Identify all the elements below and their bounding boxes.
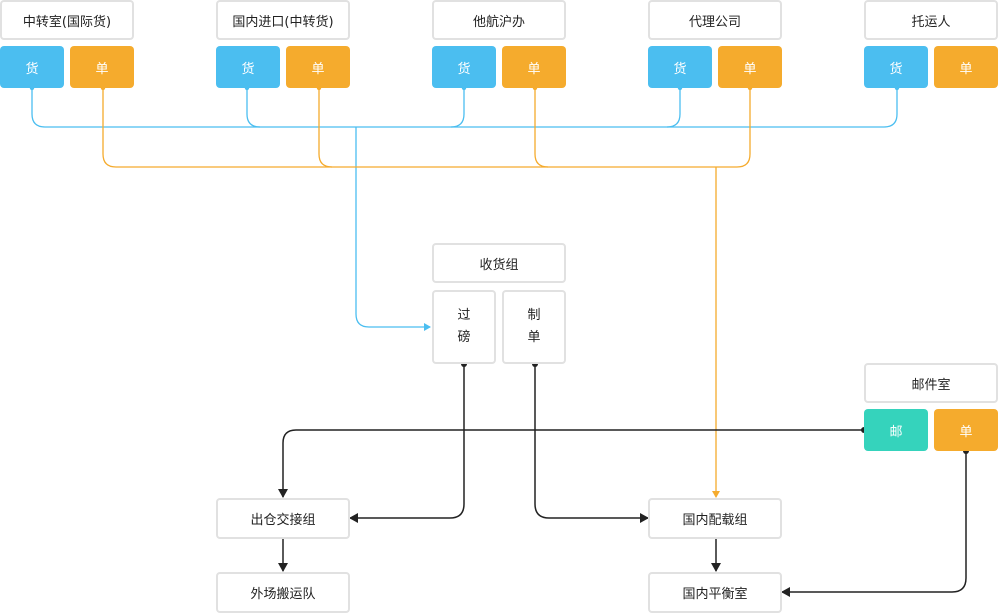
goods-line-4 xyxy=(666,88,681,128)
goods-chip: 货 xyxy=(648,46,712,88)
mail-to-handover-line xyxy=(278,429,864,498)
billing-char-1: 制 xyxy=(527,308,541,323)
mail-bill-chip: 单 xyxy=(934,409,998,451)
goods-chip: 货 xyxy=(216,46,280,88)
billing-to-loading-line xyxy=(534,364,649,523)
goods-chip: 货 xyxy=(0,46,64,88)
bill-chip: 单 xyxy=(286,46,350,88)
receiving-group-title: 收货组 xyxy=(432,243,566,283)
source-box-shipper: 托运人 xyxy=(864,0,998,40)
goods-chip: 货 xyxy=(864,46,928,88)
source-box-agent: 代理公司 xyxy=(648,0,782,40)
weigh-char-1: 过 xyxy=(457,308,471,323)
bill-line-1 xyxy=(102,88,751,168)
goods-chip: 货 xyxy=(432,46,496,88)
goods-line-1 xyxy=(31,88,898,128)
source-box-transfer-intl: 中转室(国际货) xyxy=(0,0,134,40)
goods-line-3 xyxy=(450,88,465,128)
domestic-loading-box: 国内配载组 xyxy=(648,498,782,539)
source-box-domestic-import: 国内进口(中转货) xyxy=(216,0,350,40)
mailbill-to-balance-line xyxy=(781,451,967,597)
weigh-char-2: 磅 xyxy=(457,330,471,345)
weigh-to-handover-line xyxy=(349,364,465,523)
bill-line-3 xyxy=(534,88,549,168)
bill-line-2 xyxy=(318,88,333,168)
ramp-team-box: 外场搬运队 xyxy=(216,572,350,613)
domestic-balance-box: 国内平衡室 xyxy=(648,572,782,613)
goods-to-weigh-line xyxy=(355,127,431,331)
bill-chip: 单 xyxy=(502,46,566,88)
bill-chip: 单 xyxy=(718,46,782,88)
outbound-handover-box: 出仓交接组 xyxy=(216,498,350,539)
bill-chip: 单 xyxy=(70,46,134,88)
billing-box: 制 单 xyxy=(502,290,566,364)
weigh-box: 过 磅 xyxy=(432,290,496,364)
source-box-other-airline: 他航沪办 xyxy=(432,0,566,40)
mail-chip: 邮 xyxy=(864,409,928,451)
billing-char-2: 单 xyxy=(527,330,541,345)
goods-line-2 xyxy=(246,88,261,128)
bill-chip: 单 xyxy=(934,46,998,88)
mail-room-title: 邮件室 xyxy=(864,363,998,403)
